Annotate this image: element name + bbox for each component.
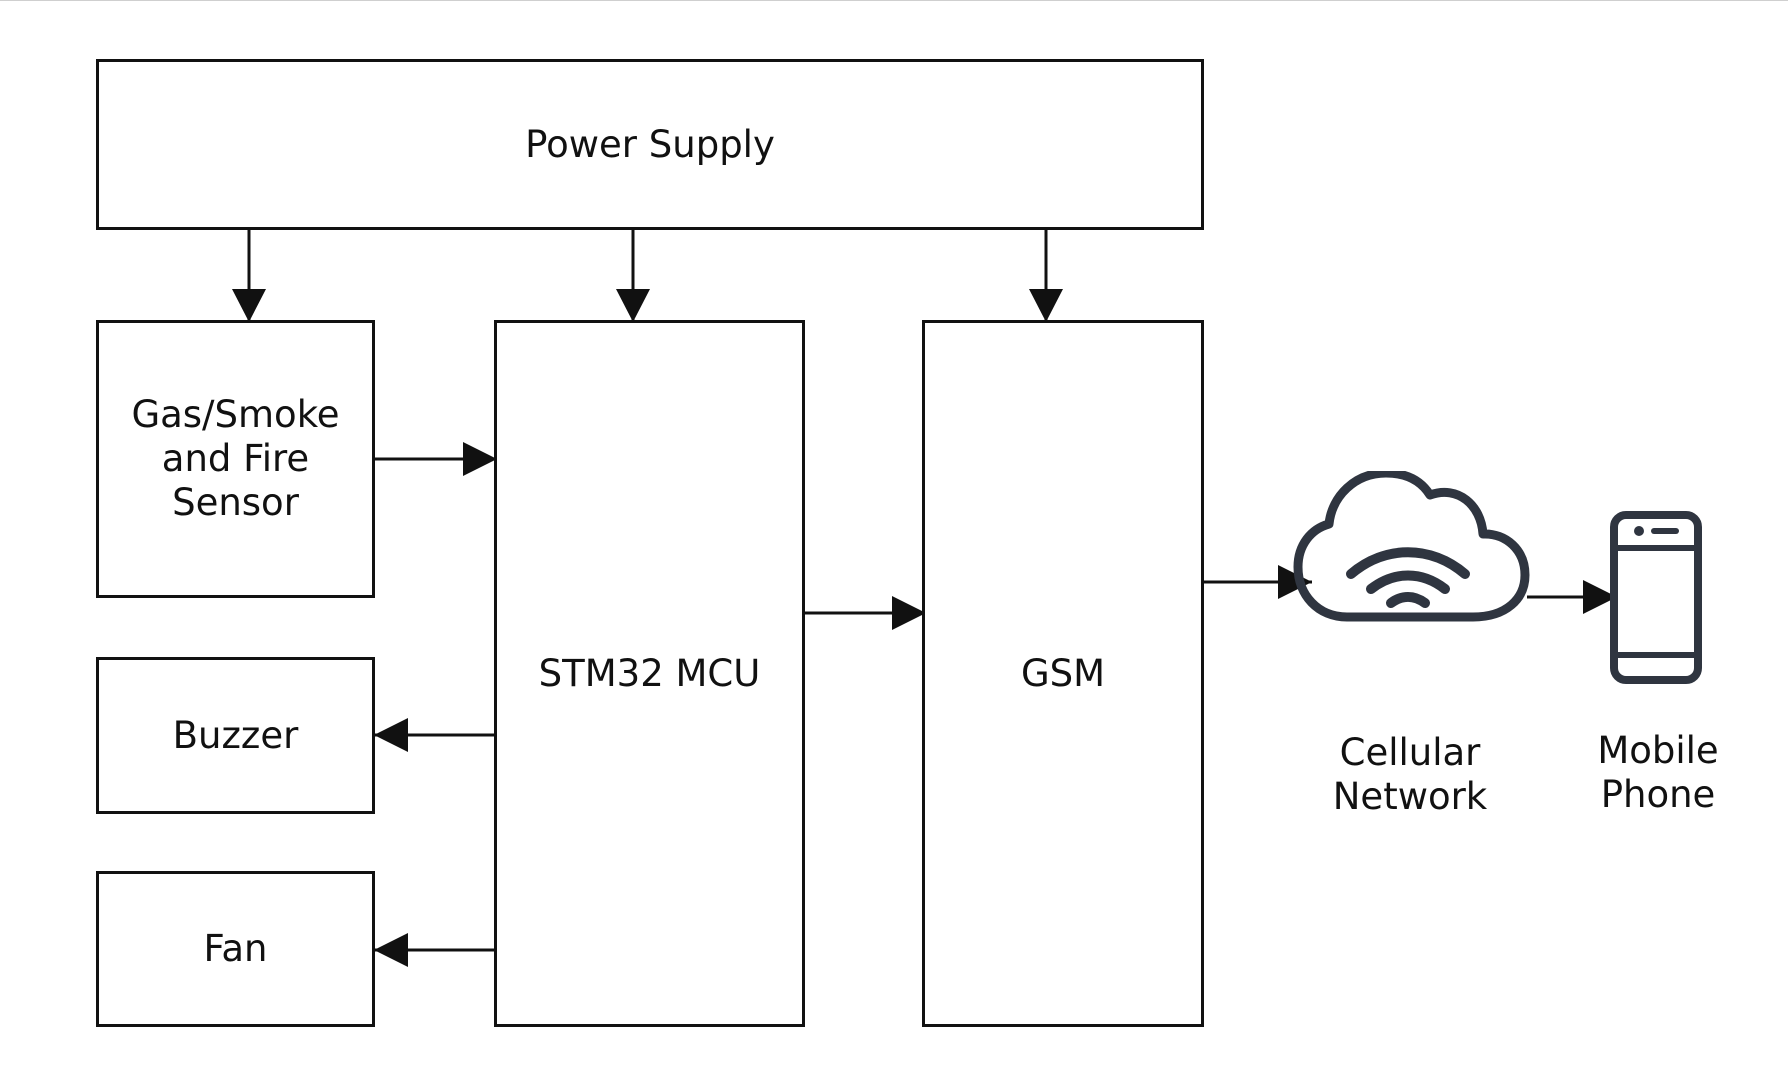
stm32-mcu-block: STM32 MCU — [494, 320, 805, 1027]
power-to-mcu-arrowhead — [616, 289, 650, 322]
mcu-to-buzzer-arrowhead — [374, 718, 408, 752]
gsm-to-cloud-arrowhead — [1278, 565, 1312, 599]
gas-smoke-fire-sensor-block: Gas/Smoke and Fire Sensor — [96, 320, 375, 598]
buzzer-block: Buzzer — [96, 657, 375, 814]
power-supply-block: Power Supply — [96, 59, 1204, 230]
gsm-block: GSM — [922, 320, 1204, 1027]
gsm-label: GSM — [1020, 651, 1106, 695]
cloud-icon — [1293, 471, 1530, 622]
mcu-to-fan-arrowhead — [374, 933, 408, 967]
cellular-network-label: Cellular Network — [1332, 731, 1488, 818]
mobile-phone-icon — [1610, 511, 1702, 684]
fan-label: Fan — [203, 927, 268, 970]
power-supply-label: Power Supply — [525, 122, 775, 166]
sensor-label: Gas/Smoke and Fire Sensor — [131, 393, 340, 524]
mobile-phone-label: Mobile Phone — [1597, 729, 1719, 816]
stm32-mcu-label: STM32 MCU — [538, 651, 761, 695]
sensor-to-mcu-arrowhead — [463, 442, 497, 476]
power-to-sensor-arrowhead — [232, 289, 266, 322]
buzzer-label: Buzzer — [172, 713, 299, 757]
fan-block: Fan — [96, 871, 375, 1027]
cloud-to-phone-arrowhead — [1583, 580, 1617, 614]
top-border-line — [0, 0, 1788, 1]
power-to-gsm-arrowhead — [1029, 289, 1063, 322]
mcu-to-gsm-arrowhead — [892, 596, 926, 630]
